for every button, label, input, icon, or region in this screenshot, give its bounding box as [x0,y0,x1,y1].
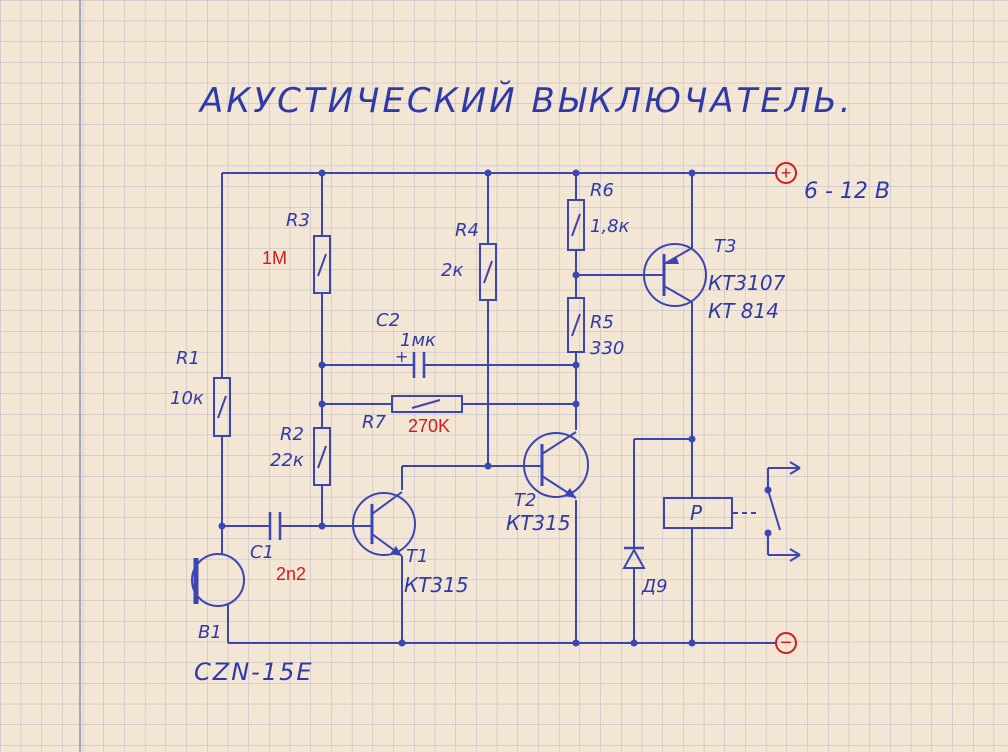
r6-ref: R6 [590,180,614,201]
c1-value-added: 2n2 [276,564,306,584]
c2-polarity: + [395,347,408,366]
t3-ref: T3 [714,236,736,257]
resistor-r6 [567,199,585,251]
mic-ref: B1 [198,622,222,643]
t2-ref: T2 [514,490,536,511]
r4-value: 2к [441,260,463,281]
r1-ref: R1 [176,348,200,369]
r5-value: 330 [590,338,624,359]
r4-ref: R4 [455,220,479,241]
c1-ref: C1 [250,542,274,563]
c2-ref: C2 [376,310,400,331]
r7-ref: R7 [362,412,387,433]
mic-type: CZN-15E [194,658,314,686]
r2-value: 22к [270,450,304,471]
svg-text:−: − [780,632,792,654]
svg-text:+: + [781,163,792,183]
r3-ref: R3 [286,210,310,231]
r1-value: 10к [170,388,204,409]
resistor-r5 [567,297,585,353]
page-title: АКУСТИЧЕСКИЙ ВЫКЛЮЧАТЕЛЬ. [198,80,853,121]
resistor-r3 [313,235,331,294]
transistor-t3 [643,243,707,307]
r6-value: 1,8к [590,216,630,237]
t2-type: КТ315 [506,511,571,535]
c2-value: 1мк [400,330,436,351]
t3-type2: КТ 814 [708,299,779,323]
relay-ref: P [690,501,703,525]
resistor-r2 [313,427,331,486]
relay-coil [663,497,733,529]
microphone-b1 [191,553,245,607]
diode-d9 [622,546,646,569]
wires [221,172,800,644]
t1-type: КТ315 [404,573,469,597]
r7-value-added: 270K [408,416,450,436]
r2-ref: R2 [280,424,304,445]
minus-terminal: − [775,632,797,654]
transistor-t2 [523,431,589,499]
t1-ref: T1 [406,546,428,567]
r3-value-added: 1M [262,248,287,268]
transistor-t1 [352,491,416,557]
supply-voltage-label: 6 - 12 В [804,179,890,204]
resistor-r7 [391,395,463,413]
junction-dots [218,169,772,647]
capacitor-c1 [265,512,285,540]
diode-ref: Д9 [641,576,668,597]
r5-ref: R5 [590,312,614,333]
resistor-r4 [479,243,497,301]
t3-type1: КТ3107 [708,271,786,295]
capacitor-c2 [410,352,428,378]
plus-terminal: + [775,162,797,184]
resistor-r1 [213,377,231,437]
relay-contact [767,461,801,562]
